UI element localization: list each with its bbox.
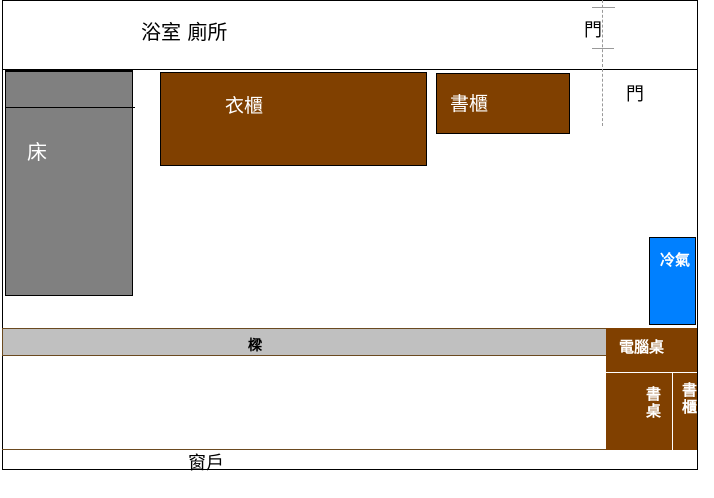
beam-label: 樑	[248, 338, 262, 354]
bookcase-label: 書櫃	[450, 93, 489, 115]
door-line	[602, 0, 603, 126]
bed-label: 床	[27, 140, 47, 164]
wardrobe-label: 衣櫃	[225, 95, 264, 117]
desk-label: 書 桌	[646, 385, 662, 420]
bookcase-small-label: 書 櫃	[682, 381, 698, 416]
window-label: 窗戶	[188, 453, 224, 474]
beam	[2, 328, 608, 356]
bed-pillow-line	[5, 107, 135, 108]
desk-divider	[606, 372, 697, 373]
door-label-top: 門	[584, 20, 602, 41]
bookcase-divider	[672, 372, 673, 451]
room-outline	[2, 0, 698, 470]
door-tick-bottom	[592, 48, 614, 49]
bookcase	[436, 73, 570, 134]
ac-label: 冷氣	[660, 251, 691, 269]
door-label-side: 門	[626, 84, 644, 105]
bathroom-label: 浴室 廁所	[141, 20, 228, 44]
window-line	[2, 449, 606, 450]
computer-desk-label: 電腦桌	[619, 338, 665, 356]
bed	[5, 70, 133, 296]
wardrobe	[160, 72, 427, 166]
door-tick-top	[592, 7, 615, 8]
bathroom-divider	[2, 69, 698, 70]
air-conditioner	[649, 237, 696, 325]
computer-desk	[606, 328, 697, 451]
